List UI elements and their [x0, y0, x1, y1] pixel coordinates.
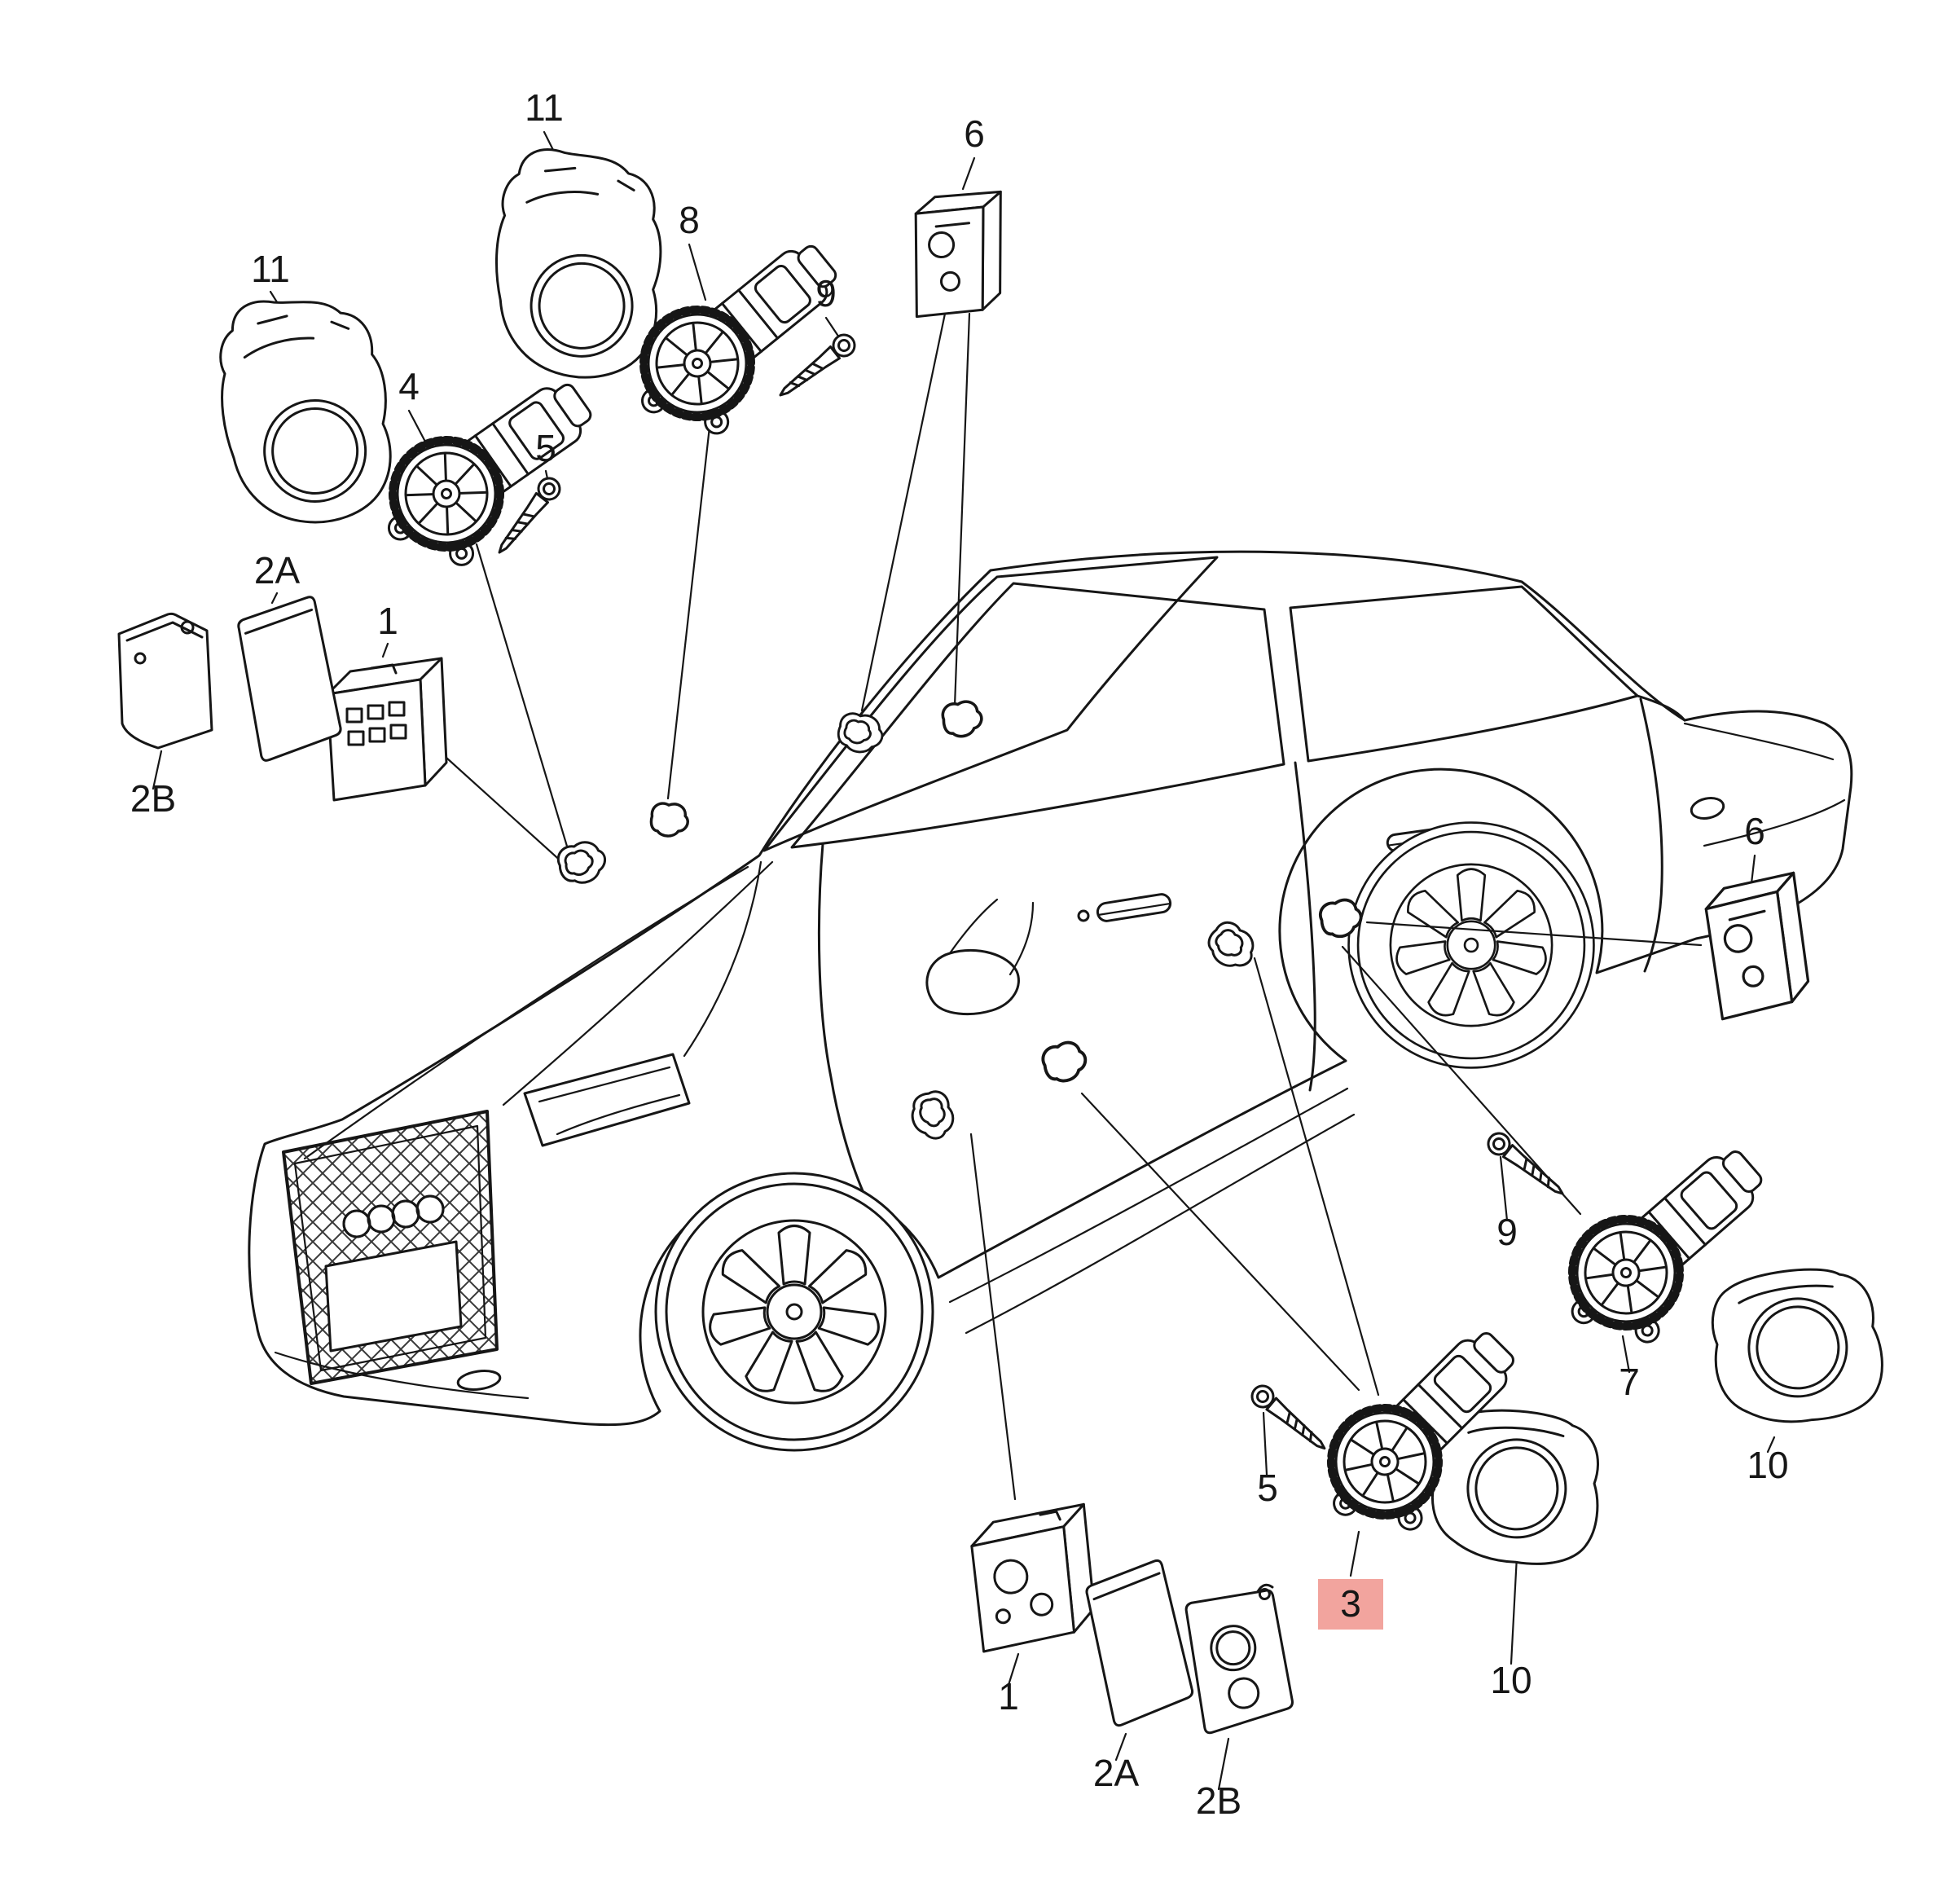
c-pillar-line	[1636, 694, 1686, 722]
control-module-1-left	[326, 657, 448, 802]
trim-panel-2a-bottom	[1083, 1557, 1196, 1729]
control-unit-6-right	[1703, 871, 1812, 1022]
mounting-plate-2b-left	[117, 612, 213, 750]
callout-2a-bottom[interactable]: 2A	[1093, 1752, 1140, 1794]
front-wheel	[654, 1172, 934, 1452]
control-unit-6-top	[907, 184, 1009, 324]
bumper-lip	[274, 1351, 530, 1400]
callout-5-bottom[interactable]: 5	[1257, 1467, 1278, 1509]
rear-wheel	[1347, 821, 1595, 1069]
gasket-rear-door-left	[1200, 915, 1263, 979]
fog-lamp	[456, 1370, 502, 1391]
screw-9-top	[772, 329, 860, 405]
speaker-cover-11-left	[212, 290, 398, 531]
callout-2a-left[interactable]: 2A	[254, 549, 301, 592]
door-lock	[1077, 909, 1090, 922]
callout-1-left[interactable]: 1	[377, 600, 398, 642]
callout-7[interactable]: 7	[1619, 1361, 1640, 1403]
callout-11-left[interactable]: 11	[251, 248, 290, 290]
callout-5-top[interactable]: 5	[535, 427, 556, 469]
speaker-cover-11-top	[487, 145, 669, 384]
callout-6-top[interactable]: 6	[964, 112, 985, 155]
gasket-windshield-right	[940, 698, 985, 740]
part-leader-lines	[445, 312, 1703, 1501]
screw-9-right	[1483, 1128, 1571, 1203]
callout-highlight-box[interactable]	[1318, 1579, 1383, 1630]
rear-door-window	[1289, 585, 1639, 763]
door-handle-front	[1096, 893, 1172, 922]
headlight	[523, 1053, 691, 1147]
callout-labels: 11 11 8 6 9 4 5 2A 1 2B 6 9 7 10 5 3 1 1…	[130, 86, 1789, 1822]
callout-10-right[interactable]: 10	[1747, 1444, 1788, 1486]
callout-2b-left[interactable]: 2B	[130, 777, 176, 820]
window-motor-8	[627, 232, 859, 441]
callout-11-top[interactable]: 11	[525, 86, 564, 129]
gasket-cowl-center	[648, 799, 692, 840]
callout-9-top[interactable]: 9	[815, 272, 837, 314]
gasket-cowl-left	[554, 837, 610, 889]
door-seams	[817, 697, 1663, 1335]
mounting-plate-2b-bottom	[1184, 1582, 1295, 1735]
callout-4[interactable]: 4	[398, 365, 420, 407]
car-illustration	[248, 550, 1853, 1452]
screw-5-bottom	[1246, 1380, 1333, 1458]
windshield	[762, 556, 1219, 852]
callout-1-bottom[interactable]: 1	[998, 1675, 1019, 1718]
callout-10-bottom[interactable]: 10	[1490, 1659, 1532, 1701]
callout-6-right[interactable]: 6	[1744, 810, 1765, 852]
callout-3-highlighted[interactable]: 3	[1318, 1579, 1383, 1630]
callout-2b-bottom[interactable]: 2B	[1196, 1779, 1241, 1822]
leader-lines	[152, 130, 1776, 1791]
callout-8[interactable]: 8	[679, 199, 700, 241]
callout-9-right[interactable]: 9	[1496, 1211, 1518, 1253]
front-grille	[282, 1110, 499, 1385]
trim-panel-2a-left	[236, 595, 343, 763]
car-body-outline	[248, 550, 1853, 1427]
body-creases	[303, 722, 1846, 1160]
control-module-1-bottom	[969, 1502, 1097, 1653]
fuel-door	[1690, 797, 1725, 820]
audi-rings-logo	[342, 1194, 445, 1238]
side-mirror	[925, 898, 1035, 1016]
motor-cover-10-right	[1705, 1260, 1889, 1431]
callout-3[interactable]: 3	[1340, 1582, 1361, 1625]
gasket-front-door-right	[1038, 1037, 1092, 1087]
gasket-front-door-left	[906, 1087, 959, 1145]
license-plate-blank	[324, 1240, 463, 1353]
